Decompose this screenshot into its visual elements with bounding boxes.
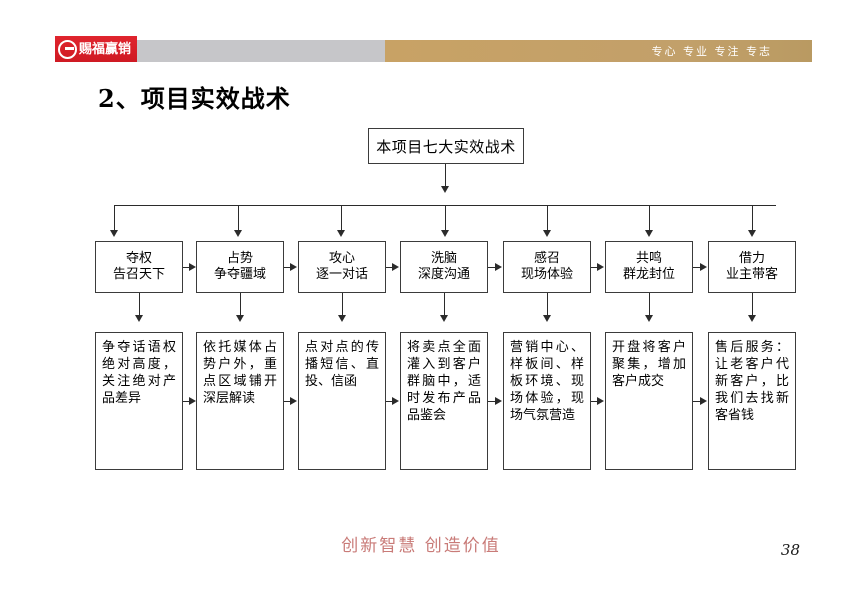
tactic-node-1: 夺权 告召天下: [95, 241, 183, 293]
connector-detail-2-3: [284, 401, 292, 403]
connector-detail-1-2-arrow: [189, 397, 196, 405]
connector-drop-4-arrow: [441, 230, 449, 237]
detail-node-3: 点对点的传播短信、直投、信函: [298, 332, 386, 470]
connector-tactic-4-5-arrow: [495, 263, 502, 271]
connector-root-stem: [445, 164, 447, 188]
footer-slogan: 创新智慧 创造价值: [341, 536, 501, 556]
connector-node-3-down: [342, 293, 344, 317]
tactic-node-3-subtitle: 逐一对话: [315, 267, 368, 282]
connector-node-5-down: [547, 293, 549, 317]
page-number: 38: [780, 541, 800, 559]
connector-node-3-down-arrow: [338, 315, 346, 322]
connector-tactic-6-7-arrow: [700, 263, 707, 271]
header-band: 专心 专业 专注 专志: [0, 40, 842, 62]
connector-root-stem-arrow: [441, 186, 449, 193]
connector-detail-4-5-arrow: [495, 397, 502, 405]
connector-drop-7: [752, 205, 754, 232]
tactic-node-6-title: 共鸣: [635, 250, 662, 266]
connector-tactic-2-3-arrow: [290, 263, 297, 271]
logo-text: 赐福赢销: [79, 41, 132, 57]
tactic-node-3: 攻心 逐一对话: [298, 241, 386, 293]
tactic-node-6-subtitle: 群龙封位: [622, 267, 675, 282]
tactic-node-2-subtitle: 争夺疆域: [213, 267, 266, 282]
tactic-node-1-subtitle: 告召天下: [112, 267, 165, 282]
connector-node-1-down-arrow: [135, 315, 143, 322]
connector-detail-5-6-arrow: [597, 397, 604, 405]
connector-tactic-5-6: [591, 267, 599, 269]
detail-node-4: 将卖点全面灌入到客户群脑中，适时发布产品品鉴会: [400, 332, 488, 470]
connector-node-1-down: [139, 293, 141, 317]
connector-drop-2: [238, 205, 240, 232]
connector-detail-5-6: [591, 401, 599, 403]
connector-drop-7-arrow: [748, 230, 756, 237]
connector-drop-6-arrow: [645, 230, 653, 237]
connector-detail-6-7-arrow: [700, 397, 707, 405]
connector-drop-6: [649, 205, 651, 232]
connector-tactic-4-5: [488, 267, 497, 269]
connector-drop-5: [547, 205, 549, 232]
company-logo: 赐福赢销: [55, 36, 137, 62]
detail-node-1: 争夺话语权绝对高度，关注绝对产品差异: [95, 332, 183, 470]
connector-drop-3-arrow: [337, 230, 345, 237]
connector-detail-1-2: [183, 401, 191, 403]
connector-drop-1: [114, 205, 116, 232]
header-bar-gold: 专心 专业 专注 专志: [385, 40, 812, 62]
tactic-node-3-title: 攻心: [328, 250, 355, 266]
connector-drop-2-arrow: [234, 230, 242, 237]
tactic-node-7: 借力 业主带客: [708, 241, 796, 293]
tactic-node-5-subtitle: 现场体验: [520, 267, 573, 282]
detail-node-6: 开盘将客户聚集，增加客户成交: [605, 332, 693, 470]
connector-tactic-3-4-arrow: [392, 263, 399, 271]
connector-node-6-down-arrow: [645, 315, 653, 322]
connector-node-2-down: [240, 293, 242, 317]
tactic-node-7-subtitle: 业主带客: [725, 267, 778, 282]
connector-detail-4-5: [488, 401, 497, 403]
connector-drop-1-arrow: [110, 230, 118, 237]
tactic-node-1-title: 夺权: [125, 250, 152, 266]
detail-node-7: 售后服务：让老客户代新客户，比我们去找新客省钱: [708, 332, 796, 470]
connector-node-2-down-arrow: [236, 315, 244, 322]
connector-detail-6-7: [693, 401, 702, 403]
tactic-node-2-title: 占势: [226, 250, 253, 266]
connector-detail-2-3-arrow: [290, 397, 297, 405]
connector-node-4-down: [444, 293, 446, 317]
connector-node-5-down-arrow: [543, 315, 551, 322]
connector-drop-4: [445, 205, 447, 232]
connector-tactic-5-6-arrow: [597, 263, 604, 271]
tactic-node-5: 感召 现场体验: [503, 241, 591, 293]
connector-detail-3-4-arrow: [392, 397, 399, 405]
tactic-node-7-title: 借力: [738, 250, 765, 266]
connector-drop-5-arrow: [543, 230, 551, 237]
connector-drop-3: [341, 205, 343, 232]
circle-f-mark-icon: [58, 39, 77, 59]
connector-node-7-down-arrow: [748, 315, 756, 322]
detail-node-5: 营销中心、样板间、样板环境、现场体验，现场气氛营造: [503, 332, 591, 470]
tactic-node-6: 共鸣 群龙封位: [605, 241, 693, 293]
detail-node-2: 依托媒体占势户外，重点区域铺开深层解读: [196, 332, 284, 470]
connector-node-4-down-arrow: [440, 315, 448, 322]
tactic-node-5-title: 感召: [533, 250, 560, 266]
connector-node-6-down: [649, 293, 651, 317]
connector-tactic-1-2-arrow: [189, 263, 196, 271]
tactic-node-4: 洗脑 深度沟通: [400, 241, 488, 293]
connector-node-7-down: [752, 293, 754, 317]
tactic-node-4-title: 洗脑: [430, 250, 457, 266]
header-tagline: 专心 专业 专注 专志: [651, 45, 772, 58]
header-bar-gray: [128, 40, 385, 62]
flow-root-node: 本项目七大实效战术: [368, 128, 524, 164]
connector-tactic-2-3: [284, 267, 292, 269]
tactic-node-2: 占势 争夺疆域: [196, 241, 284, 293]
tactic-node-4-subtitle: 深度沟通: [417, 267, 470, 282]
connector-tactic-6-7: [693, 267, 702, 269]
connector-detail-3-4: [386, 401, 394, 403]
page-title: 2、项目实效战术: [98, 84, 291, 113]
connector-tactic-3-4: [386, 267, 394, 269]
connector-tactic-1-2: [183, 267, 191, 269]
